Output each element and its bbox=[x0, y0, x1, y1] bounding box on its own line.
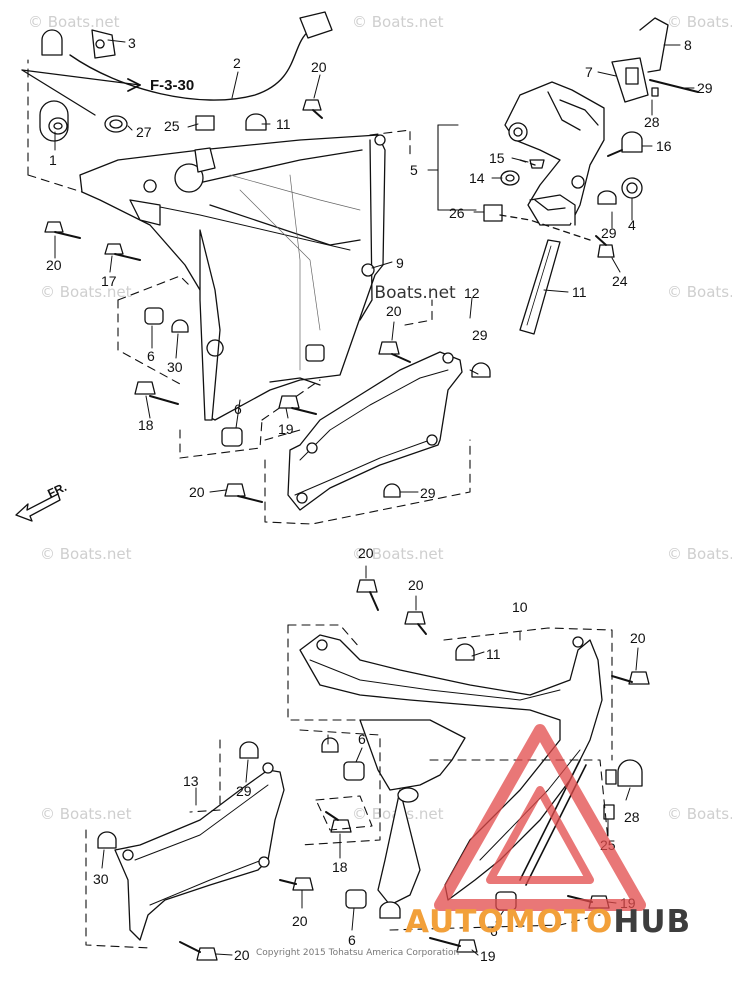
callout-4: 4 bbox=[628, 217, 636, 233]
callout-20h: 20 bbox=[292, 913, 308, 929]
inner-bracket bbox=[359, 719, 466, 919]
watermark: © Boats.net bbox=[667, 545, 732, 563]
cable-part-2 bbox=[41, 11, 333, 101]
watermark: © Boats.net bbox=[667, 13, 732, 31]
front-direction-arrow: FR. bbox=[15, 480, 69, 522]
callout-19a: 18 bbox=[138, 417, 154, 433]
callout-3: 3 bbox=[128, 35, 136, 51]
callout-11b: 11 bbox=[486, 646, 501, 662]
callout-19c: 19 bbox=[480, 948, 496, 964]
callout-28: 29 bbox=[601, 225, 617, 241]
callout-14: 13 bbox=[183, 773, 199, 789]
watermark: © Boats.net bbox=[28, 13, 120, 31]
callout-5: 5 bbox=[410, 162, 418, 178]
callout-29d: 30 bbox=[93, 871, 109, 887]
fairing-frame bbox=[79, 134, 386, 421]
reference-f-3-30: F-3-30 bbox=[150, 77, 194, 94]
copyright-text: Copyright 2015 Tohatsu America Corporati… bbox=[256, 948, 460, 958]
callout-21: 24 bbox=[612, 273, 628, 289]
watermark: © Boats.net bbox=[40, 545, 132, 563]
callout-15: 14 bbox=[469, 170, 485, 186]
callout-1: 1 bbox=[49, 152, 57, 168]
callout-20g: 20 bbox=[630, 630, 646, 646]
brand-part-2: HUB bbox=[613, 904, 692, 940]
callout-25: 28 bbox=[624, 809, 640, 825]
brand-logo-icon bbox=[434, 724, 646, 911]
callout-29a: 29 bbox=[420, 485, 436, 501]
callout-23a: 25 bbox=[164, 118, 180, 134]
callout-6b: 6 bbox=[234, 401, 242, 417]
callout-18a: 17 bbox=[101, 273, 117, 289]
bracket-assembly-part-5 bbox=[504, 81, 605, 226]
callout-20a: 20 bbox=[311, 59, 327, 75]
watermark: © Boats.net bbox=[352, 283, 456, 303]
callout-7: 7 bbox=[585, 64, 593, 80]
callout-11a: 11 bbox=[276, 116, 291, 132]
callout-10: 10 bbox=[512, 599, 528, 615]
callout-29b: 29 bbox=[472, 327, 488, 343]
callout-23b: 26 bbox=[449, 205, 465, 221]
callout-16: 15 bbox=[489, 150, 505, 166]
callout-12: 11 bbox=[572, 284, 587, 300]
callout-19b: 19 bbox=[278, 421, 294, 437]
watermark: © Boats.net bbox=[352, 13, 444, 31]
callout-20c: 20 bbox=[189, 484, 205, 500]
callout-2: 2 bbox=[233, 55, 241, 71]
callout-6a: 6 bbox=[147, 348, 155, 364]
callout-29c: 29 bbox=[236, 783, 252, 799]
callout-20d: 20 bbox=[386, 303, 402, 319]
side-cover-part-13 bbox=[287, 351, 463, 511]
callout-8: 8 bbox=[684, 37, 692, 53]
callout-20f: 20 bbox=[408, 577, 424, 593]
callout-30a: 30 bbox=[167, 359, 183, 375]
side-cover-part-14 bbox=[114, 762, 285, 941]
watermark: © Boats.net bbox=[40, 805, 132, 823]
brand-wordmark: AUTOMOTOHUB bbox=[405, 904, 691, 940]
callout-13: 12 bbox=[464, 285, 480, 301]
callout-20i: 20 bbox=[234, 947, 250, 963]
callout-9: 9 bbox=[396, 255, 404, 271]
callout-6c: 6 bbox=[358, 731, 366, 747]
watermark: © Boats.net bbox=[667, 283, 732, 301]
watermark: © Boats.net bbox=[667, 805, 732, 823]
callout-24: 27 bbox=[136, 124, 152, 140]
callout-18b: 18 bbox=[332, 859, 348, 875]
callout-6e: 6 bbox=[490, 923, 498, 939]
brand-part-1: AUTOMOTO bbox=[405, 904, 614, 940]
watermark: © Boats.net bbox=[352, 545, 444, 563]
callout-20e: 20 bbox=[358, 545, 374, 561]
callout-20b: 20 bbox=[46, 257, 62, 273]
callout-17: 16 bbox=[656, 138, 672, 154]
dashed-groupings bbox=[27, 59, 471, 525]
callout-26: 28 bbox=[644, 114, 660, 130]
watermark: © Boats.net bbox=[40, 283, 132, 301]
front-label: FR. bbox=[45, 480, 68, 501]
socket-part-1 bbox=[39, 100, 128, 142]
callout-27: 29 bbox=[697, 80, 713, 96]
callout-6d: 6 bbox=[348, 932, 356, 948]
